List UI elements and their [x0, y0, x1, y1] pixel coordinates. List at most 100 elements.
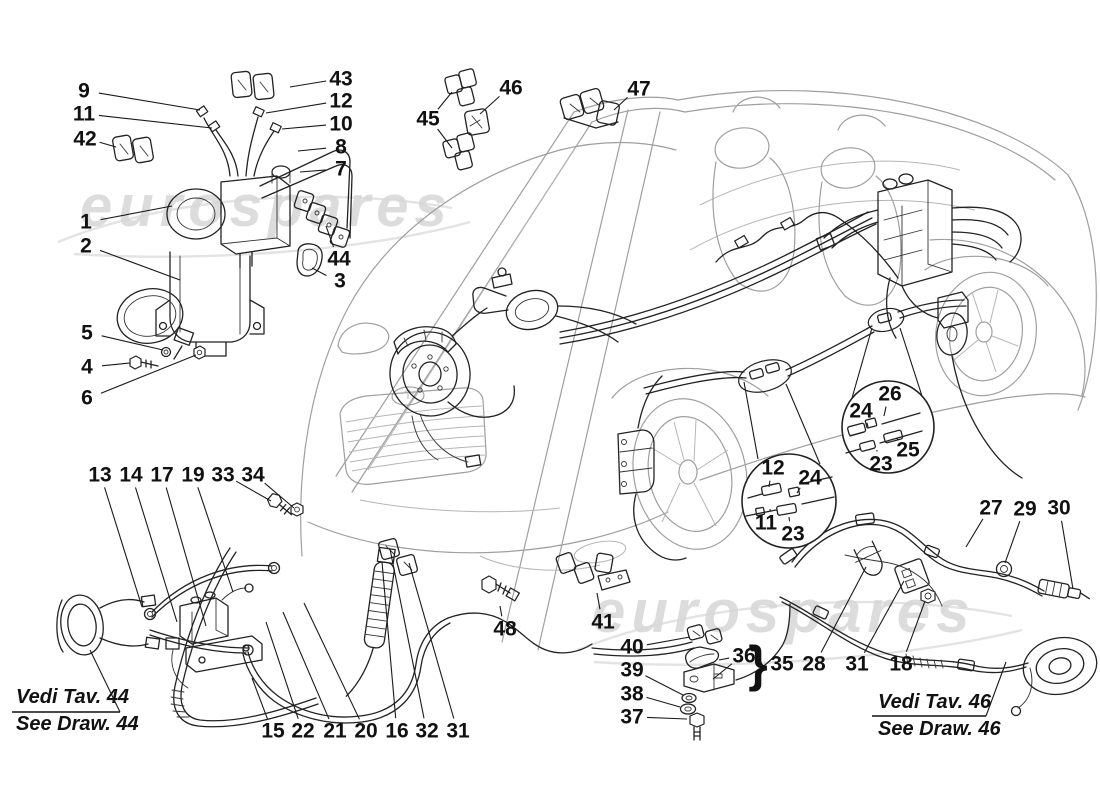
part-number: 10: [329, 113, 352, 136]
part-number: 44: [327, 248, 351, 271]
leader-line: [297, 147, 327, 152]
part-number: 16: [385, 720, 408, 743]
part-number: 23: [869, 453, 892, 476]
part-number: 46: [499, 77, 522, 100]
leader-line: [499, 605, 503, 617]
leader-line: [265, 621, 299, 719]
part-number: 3: [334, 270, 346, 293]
part-number: 13: [88, 464, 111, 487]
leader-line: [646, 636, 691, 646]
part-number: 9: [78, 80, 90, 103]
part-number: 39: [620, 659, 643, 682]
leader-line: [104, 487, 143, 608]
leader-line: [596, 592, 601, 610]
leader-line: [282, 611, 330, 720]
part-number: 31: [845, 653, 869, 676]
leader-line: [905, 600, 926, 653]
leader-line: [311, 267, 327, 277]
leader-line: [100, 205, 173, 221]
leader-line: [896, 437, 899, 441]
leader-line: [479, 95, 500, 115]
front-caliper-drawing: [389, 307, 516, 468]
part-number: 24: [849, 400, 873, 423]
leader-line: [437, 91, 453, 110]
leader-line: [299, 169, 327, 173]
part-number: 41: [591, 611, 615, 634]
part-number: 35: [770, 653, 794, 676]
part-number: 47: [627, 78, 650, 101]
leader-line: [965, 518, 984, 548]
part-number: 4: [81, 356, 93, 379]
part-number: 17: [150, 464, 173, 487]
part-number: 7: [335, 158, 347, 181]
part-number: 12: [329, 90, 352, 113]
part-number: 43: [329, 68, 352, 91]
part-number: 5: [81, 322, 93, 345]
leader-line: [613, 96, 628, 111]
detail-circles: [741, 380, 935, 549]
part-number: 8: [335, 136, 347, 159]
part-number: 23: [781, 523, 804, 546]
clip-45-46-47-drawing: [442, 68, 620, 171]
part-number: 12: [761, 457, 784, 480]
note-see-draw-46: See Draw. 46: [878, 718, 1002, 740]
front-assembly-drawing: [56, 493, 791, 728]
leader-line: [98, 114, 213, 129]
leader-line: [712, 663, 733, 680]
leader-line: [265, 102, 327, 114]
clip-43-drawing: [230, 70, 275, 101]
leader-line: [325, 225, 335, 248]
leader-line: [281, 124, 327, 130]
leader-line: [303, 602, 360, 720]
part-number: 26: [878, 383, 901, 406]
leader-line: [646, 696, 681, 708]
leader-line: [165, 487, 207, 627]
part-number: 28: [802, 653, 826, 676]
leader-line: [289, 80, 327, 88]
clip-44-drawing: [293, 190, 351, 248]
part-number: 29: [1013, 498, 1036, 521]
leader-line: [134, 487, 178, 623]
watermark-text: eurospares: [80, 174, 453, 239]
parts-drawing: [56, 68, 1098, 741]
part-number: 45: [416, 108, 440, 131]
part-number: 33: [211, 464, 234, 487]
leader-line: [796, 487, 801, 494]
part-number: 11: [755, 512, 778, 535]
part-number: 22: [291, 720, 314, 743]
leader-line: [1061, 520, 1074, 590]
part-number: 20: [354, 720, 377, 743]
part-number: 42: [73, 128, 96, 151]
leader-line: [389, 548, 425, 719]
leader-line: [863, 580, 905, 653]
leader-line: [235, 480, 272, 502]
part-number: 48: [493, 618, 517, 641]
part-number: 27: [979, 497, 1002, 520]
leader-line: [408, 562, 455, 719]
leader-line: [99, 249, 181, 281]
leader-line: [99, 141, 117, 148]
rear-abs-drawing: [715, 173, 1022, 339]
leader-line: [264, 482, 295, 509]
part-number: 36: [732, 645, 755, 668]
part-number: 24: [798, 467, 822, 490]
leader-line: [718, 657, 730, 661]
leader-line: [1004, 521, 1021, 564]
rear-caliper-drawing: [936, 291, 1023, 479]
part-number: 38: [620, 683, 644, 706]
part-number: 14: [119, 464, 143, 487]
leader-line: [251, 677, 268, 720]
leader-line: [98, 92, 201, 111]
part-number: 19: [181, 464, 204, 487]
leader-line: [645, 675, 684, 696]
leader-lines: [98, 80, 1074, 720]
part-number: 30: [1047, 497, 1070, 520]
leader-line: [100, 354, 197, 394]
brake-pipes-drawing: [559, 211, 967, 465]
mount-hardware-drawing: [679, 624, 735, 741]
part-number: 6: [81, 387, 93, 410]
part-number: 1: [80, 211, 92, 234]
leader-line: [646, 716, 688, 720]
part-number: 34: [241, 464, 265, 487]
